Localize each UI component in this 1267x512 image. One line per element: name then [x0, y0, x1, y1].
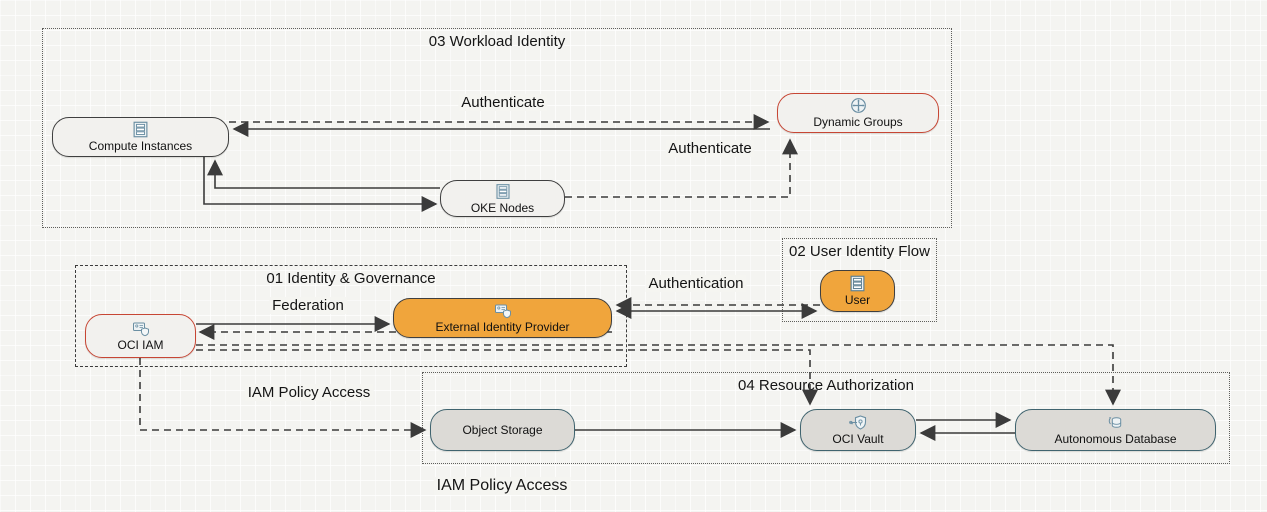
- crosshair-circle-icon: [850, 98, 866, 113]
- server-icon: [133, 121, 148, 138]
- server-icon: [850, 275, 865, 292]
- autonomous-database-icon: [1108, 417, 1121, 428]
- node-oci-vault-label: OCI Vault: [832, 432, 884, 446]
- server-icon: [495, 183, 510, 199]
- container-resource-authorization-title: 04 Resource Authorization: [738, 377, 914, 394]
- node-compute-instances-label: Compute Instances: [88, 139, 193, 153]
- node-dynamic-groups-label: Dynamic Groups: [813, 115, 903, 129]
- node-autonomous-database-label: Autonomous Database: [1054, 432, 1177, 446]
- node-compute-instances[interactable]: Compute Instances: [52, 117, 229, 157]
- container-user-identity-flow-title: 02 User Identity Flow: [789, 243, 930, 260]
- container-workload-identity[interactable]: 03 Workload Identity: [42, 28, 952, 228]
- key-shield-icon: [848, 415, 866, 430]
- id-card-shield-icon: [132, 322, 149, 337]
- container-user-identity-flow[interactable]: 02 User Identity Flow: [782, 238, 937, 322]
- node-user[interactable]: User: [820, 270, 895, 312]
- node-user-label: User: [844, 293, 871, 307]
- edge-label-authentication: Authentication: [645, 275, 747, 292]
- node-object-storage-label: Object Storage: [462, 422, 543, 437]
- node-oke-nodes-label: OKE Nodes: [470, 200, 535, 215]
- container-identity-governance-title: 01 Identity & Governance: [266, 270, 436, 287]
- node-autonomous-database[interactable]: Autonomous Database: [1015, 409, 1216, 451]
- node-dynamic-groups[interactable]: Dynamic Groups: [777, 93, 939, 133]
- node-oci-vault[interactable]: OCI Vault: [800, 409, 916, 451]
- node-object-storage[interactable]: Object Storage: [430, 409, 575, 451]
- id-card-shield-icon: [494, 304, 511, 319]
- edge-label-iam-policy-access-bottom: IAM Policy Access: [433, 477, 571, 495]
- node-external-identity-provider-label: External Identity Provider: [435, 320, 570, 334]
- node-oci-iam-label: OCI IAM: [117, 338, 164, 352]
- container-workload-identity-title: 03 Workload Identity: [428, 33, 566, 50]
- node-oke-nodes[interactable]: OKE Nodes: [440, 180, 565, 217]
- edge-label-authenticate-compute: Authenticate: [458, 94, 548, 111]
- edge-label-iam-policy-access-storage: IAM Policy Access: [244, 384, 374, 401]
- edge-label-authenticate-oke: Authenticate: [665, 140, 755, 157]
- node-external-identity-provider[interactable]: External Identity Provider: [393, 298, 612, 338]
- edge-label-federation: Federation: [269, 297, 347, 314]
- node-oci-iam[interactable]: OCI IAM: [85, 314, 196, 358]
